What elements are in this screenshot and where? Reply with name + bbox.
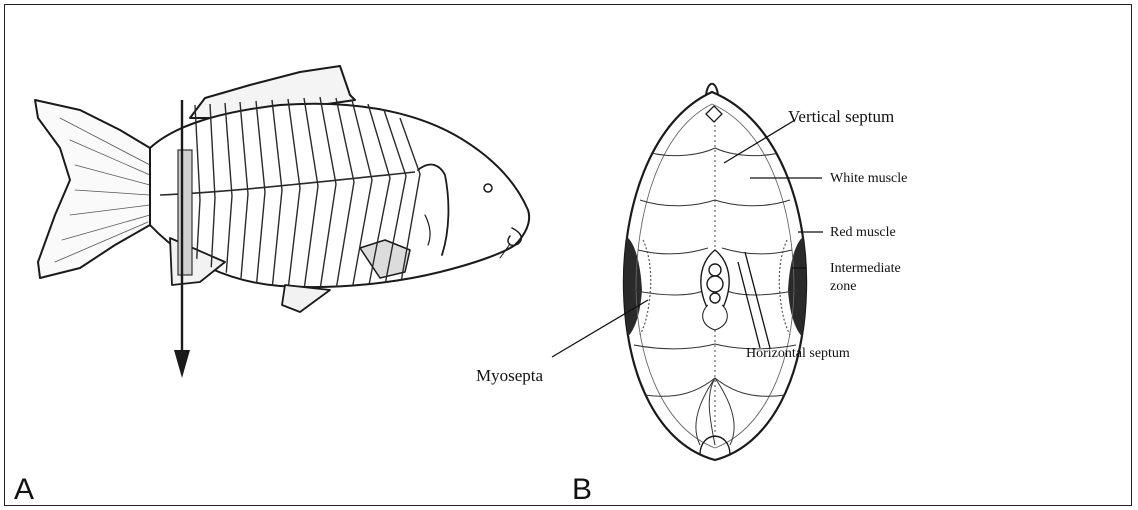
label-myosepta: Myosepta [476, 367, 543, 386]
label-horizontal-septum: Horizontal septum [746, 346, 850, 361]
label-red-muscle: Red muscle [830, 225, 896, 240]
label-vertical-septum: Vertical septum [788, 108, 894, 127]
panel-letter-a: A [14, 475, 34, 505]
label-zone: zone [830, 279, 856, 294]
panel-letter-b: B [572, 475, 592, 505]
label-intermediate: Intermediate [830, 261, 901, 276]
tail-fin [35, 100, 150, 278]
pelvic-fin [282, 285, 330, 312]
vertebra [701, 250, 729, 330]
fish-cross-section-icon [624, 84, 806, 460]
section-plane [178, 150, 192, 275]
label-white-muscle: White muscle [830, 171, 907, 186]
